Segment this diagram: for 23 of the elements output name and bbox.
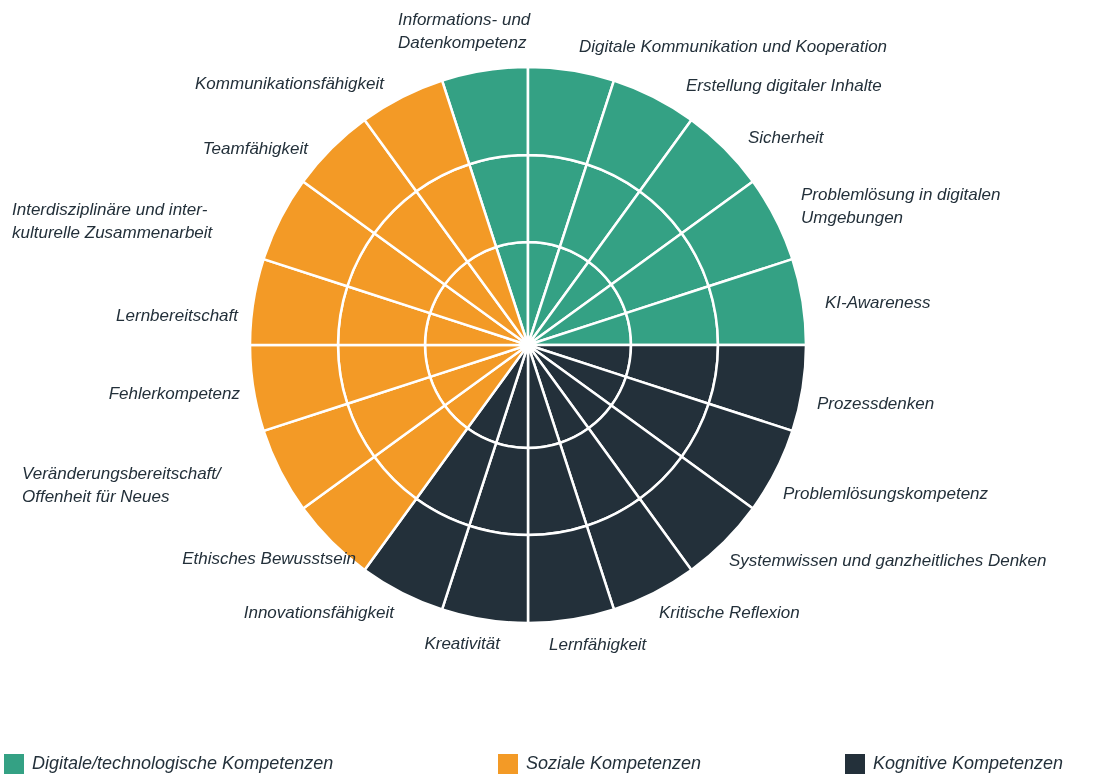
segment-label: Digitale Kommunikation und Kooperation xyxy=(579,37,888,56)
segment-label: Prozessdenken xyxy=(817,394,935,413)
segment-label: Veränderungsbereitschaft/ Offenheit für Neues xyxy=(22,464,221,506)
segment-label: Ethisches Bewusstsein xyxy=(182,549,356,568)
segment-label: Kritische Reflexion xyxy=(659,603,800,622)
segment-label: Sicherheit xyxy=(748,128,824,147)
legend-label: Digitale/technologische Kompetenzen xyxy=(32,752,334,775)
segment-label: Interdisziplinäre und inter- kulturelle Zusammenarbeit xyxy=(12,200,213,242)
segment-label: Problemlösungskompetenz xyxy=(783,484,989,503)
legend-label: Soziale Kompetenzen xyxy=(526,752,702,775)
segment-label: Teamfähigkeit xyxy=(202,139,308,158)
segment-label: Problemlösung in digitalen Umgebungen xyxy=(801,185,1001,227)
segment-label: Informations- und Datenkompetenz xyxy=(398,10,531,52)
legend-label: Kognitive Kompetenzen xyxy=(873,752,1064,775)
segment-label: Kreativität xyxy=(424,634,500,653)
segment-label: KI-Awareness xyxy=(825,293,931,312)
segment-label: Erstellung digitaler Inhalte xyxy=(686,76,882,95)
segment-label: Systemwissen und ganzheitliches Denken xyxy=(729,551,1047,570)
segment-label: Lernbereitschaft xyxy=(116,306,238,325)
segment-label: Kommunikationsfähigkeit xyxy=(195,74,384,93)
segment-label: Fehlerkompetenz xyxy=(108,384,240,403)
segment-label: Lernfähigkeit xyxy=(549,635,647,654)
segment-label: Innovationsfähigkeit xyxy=(243,603,394,622)
